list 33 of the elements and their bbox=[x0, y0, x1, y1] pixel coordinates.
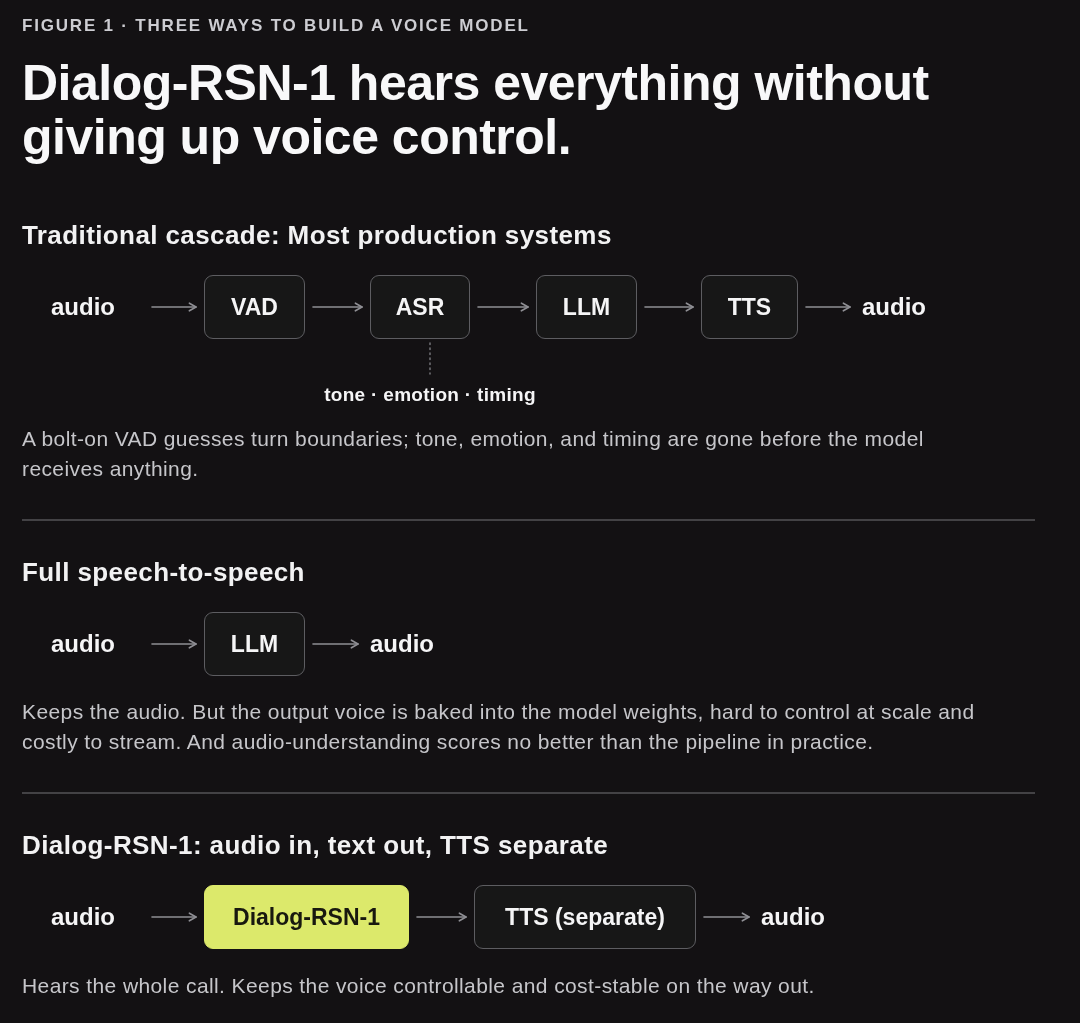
io-label: audio bbox=[51, 630, 115, 658]
io-label: audio bbox=[51, 293, 115, 321]
description-text: Hears the whole call. Keeps the voice controllable and cost-stable on the way out. bbox=[22, 973, 816, 999]
process-box: LLM bbox=[204, 612, 305, 676]
arrow bbox=[703, 912, 750, 922]
process-box: VAD bbox=[204, 275, 305, 339]
figure-title: Dialog-RSN-1 hears everything without giving up voice control. bbox=[22, 56, 930, 164]
process-box: TTS (separate) bbox=[474, 885, 696, 949]
section-heading: Full speech-to-speech bbox=[22, 557, 305, 588]
arrow bbox=[416, 912, 467, 922]
dotted-connector bbox=[429, 342, 431, 375]
arrow bbox=[477, 302, 529, 312]
section-heading: Dialog-RSN-1: audio in, text out, TTS separate bbox=[22, 830, 609, 861]
arrow bbox=[644, 302, 694, 312]
arrow bbox=[805, 302, 851, 312]
io-label: audio bbox=[51, 903, 115, 931]
description-text: Keeps the audio. But the output voice is baked into the model weights, hard to control at scale and costly to stream. And audio-understanding scores no better than the pipeline in practice. bbox=[22, 699, 976, 755]
arrow bbox=[312, 302, 363, 312]
section-heading: Traditional cascade: Most production systems bbox=[22, 220, 612, 251]
lost-cues-label: tone · emotion · timing bbox=[324, 384, 536, 406]
process-box: ASR bbox=[370, 275, 470, 339]
process-box: TTS bbox=[701, 275, 798, 339]
io-label: audio bbox=[862, 293, 926, 321]
figure-kicker: FIGURE 1 · THREE WAYS TO BUILD A VOICE MODEL bbox=[22, 16, 530, 36]
arrow bbox=[151, 302, 197, 312]
io-label: audio bbox=[370, 630, 434, 658]
arrow bbox=[151, 639, 197, 649]
arrow bbox=[312, 639, 359, 649]
arrow bbox=[151, 912, 197, 922]
description-text: A bolt-on VAD guesses turn boundaries; tone, emotion, and timing are gone before the model receives anything. bbox=[22, 426, 925, 482]
io-label: audio bbox=[761, 903, 825, 931]
highlighted-process-box: Dialog-RSN-1 bbox=[204, 885, 409, 949]
process-box: LLM bbox=[536, 275, 637, 339]
